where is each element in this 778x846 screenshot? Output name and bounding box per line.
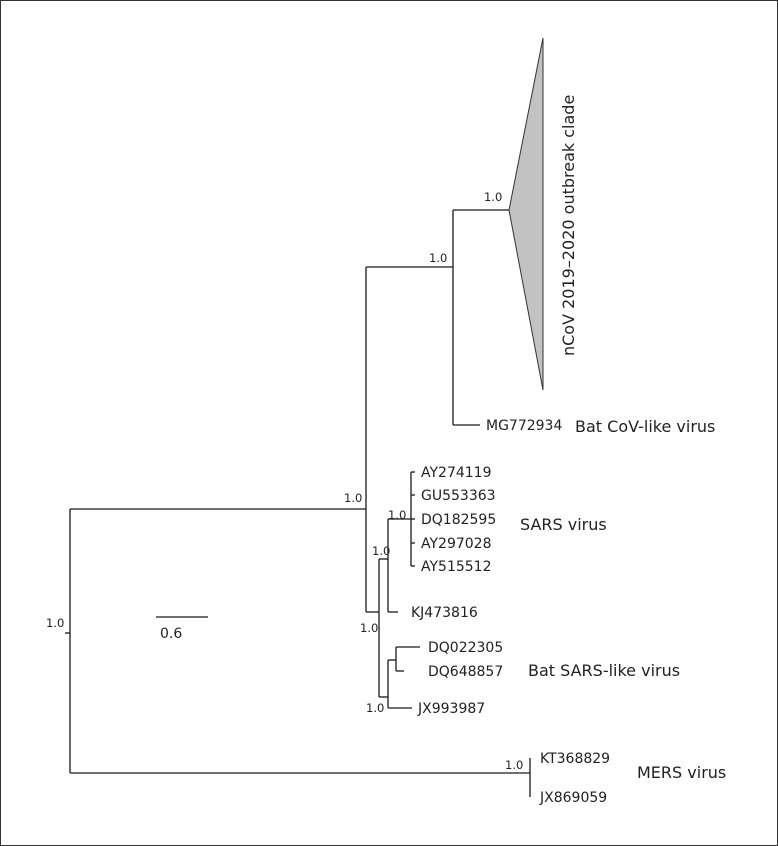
tip-ay515512: AY515512 [421,559,492,575]
support-root: 1.0 [46,616,64,630]
scale-bar-label: 0.6 [160,626,182,642]
sars-lineage-node [378,558,388,698]
support-mers: 1.0 [505,758,523,772]
ncov-clade-triangle [508,37,544,391]
group-label-sars: SARS virus [520,515,607,534]
support-sars-cluster: 1.0 [372,544,390,558]
ncov-lineage-node [452,37,544,426]
support-ncov-lineage: 1.0 [429,251,447,265]
tip-ay274119: AY274119 [421,465,492,481]
group-label-mers: MERS virus [637,763,726,782]
support-bat-sars: 1.0 [366,701,384,715]
support-sars-virus: 1.0 [388,508,406,522]
support-sars-lineage: 1.0 [360,621,378,635]
tip-jx993987: JX993987 [417,701,485,717]
tip-kj473816: KJ473816 [411,605,478,621]
sars-virus-node [410,471,415,567]
ingroup-node [365,266,453,613]
tip-mg772934: MG772934 [486,418,562,434]
tip-gu553363: GU553363 [421,488,496,504]
group-label-bat-cov: Bat CoV-like virus [575,417,715,436]
sars-cluster-node [387,518,411,613]
root-node [65,508,530,774]
support-ingroup: 1.0 [344,491,362,505]
bat-sars-node [387,646,420,709]
group-label-bat-sars: Bat SARS-like virus [528,661,680,680]
support-ncov-clade: 1.0 [484,190,502,204]
tip-dq022305: DQ022305 [428,640,503,656]
group-label-ncov: nCoV 2019–2020 outbreak clade [559,95,578,356]
tip-jx869059: JX869059 [539,790,607,806]
tip-ay297028: AY297028 [421,536,492,552]
tip-dq182595: DQ182595 [421,512,496,528]
tip-kt368829: KT368829 [540,751,610,767]
tip-dq648857: DQ648857 [428,664,503,680]
